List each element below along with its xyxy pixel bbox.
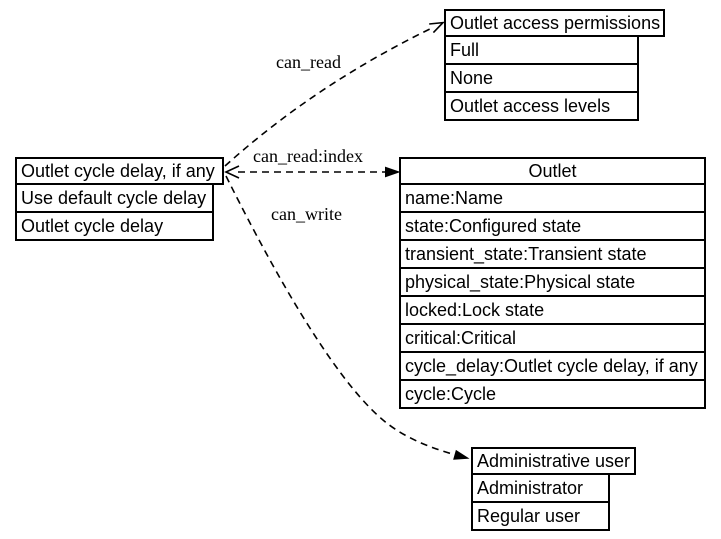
arrowhead-can-write-filled-icon [453,449,470,460]
node-row: Regular user [471,501,610,531]
node-row: state:Configured state [399,211,706,241]
edge-can-read [224,26,435,167]
node-row: transient_state:Transient state [399,239,706,269]
edge-label-can-read: can_read [276,52,341,72]
edge-can-write [225,175,455,456]
node-row: critical:Critical [399,323,706,353]
edge-label-can-read-index: can_read:index [253,146,363,166]
node-title-outlet-access-permissions: Outlet access permissions [444,9,665,37]
node-row: locked:Lock state [399,295,706,325]
node-title-administrative-user: Administrative user [471,447,636,475]
node-row: None [444,63,639,93]
node-row: Administrator [471,473,610,503]
node-row: Use default cycle delay [15,183,214,213]
arrowhead-can-read-index-filled-icon [385,166,401,178]
edge-label-can-write: can_write [271,204,342,224]
arrowhead-can-read-open-icon [429,21,446,34]
node-row: Outlet access levels [444,91,639,121]
node-row: physical_state:Physical state [399,267,706,297]
node-title-outlet: Outlet [399,157,706,185]
node-row: cycle_delay:Outlet cycle delay, if any [399,351,706,381]
node-row: Outlet cycle delay [15,211,214,241]
node-row: cycle:Cycle [399,379,706,409]
node-row: name:Name [399,183,706,213]
arrowtail-can-read-index-open-icon [224,165,240,179]
node-row: Full [444,35,639,65]
node-title-outlet-cycle-delay-type: Outlet cycle delay, if any [15,157,224,185]
